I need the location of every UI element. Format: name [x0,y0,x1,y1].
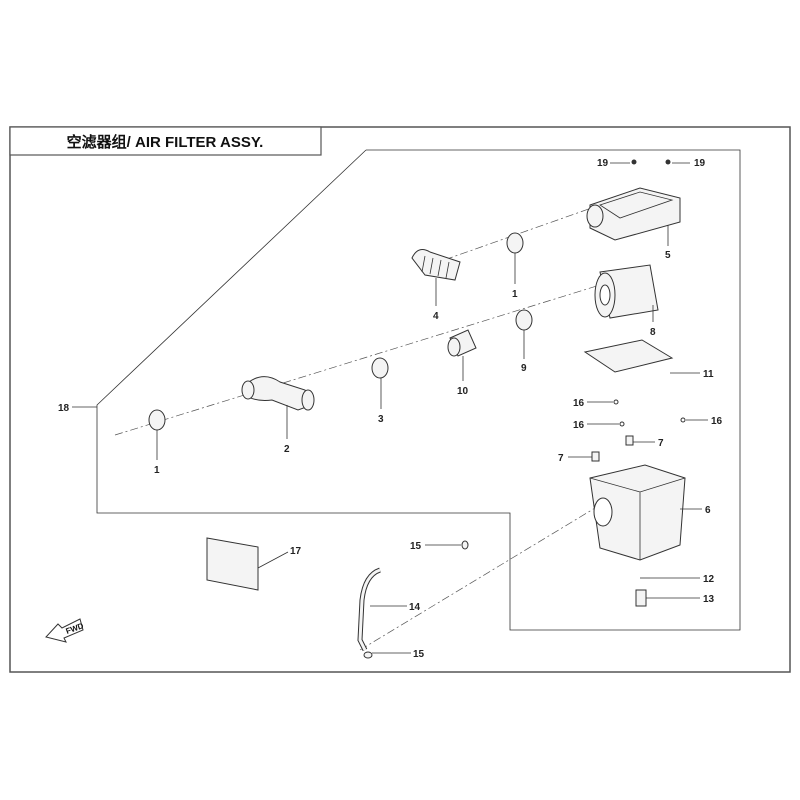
axis-line [359,504,601,651]
callout-6: 6 [705,505,711,516]
callout-8: 8 [650,327,656,338]
part-15-clamp[interactable] [363,651,373,659]
callout-13: 13 [703,594,715,605]
callout-4: 4 [433,311,439,322]
callout-12: 12 [703,574,715,585]
callout-19: 19 [694,158,706,169]
callout-16: 16 [573,420,585,431]
title-box [9,126,322,156]
part-19-screw[interactable] [665,159,671,165]
fwd-arrow-icon: FWD [45,618,85,643]
part-15-clamp[interactable] [461,540,469,550]
callout-2: 2 [284,444,290,455]
part-3-clamp[interactable] [371,357,389,379]
axis-line [429,204,601,266]
callout-11: 11 [703,369,714,380]
callout-7: 7 [658,438,664,449]
part-7-clip[interactable] [625,435,634,446]
part-7-clip[interactable] [591,451,600,462]
diagram-frame [9,126,791,673]
callout-7: 7 [558,453,564,464]
callout-17: 17 [290,546,302,557]
callout-5: 5 [665,250,671,261]
part-2-intake-duct[interactable] [241,376,315,411]
part-16-screw[interactable] [619,421,625,427]
part-16-screw[interactable] [613,399,619,405]
callout-15: 15 [413,649,425,660]
part-16-screw[interactable] [680,417,686,423]
part-4-intake-boot[interactable] [411,249,461,281]
callout-10: 10 [457,386,469,397]
part-6-air-box-lower[interactable] [589,464,686,561]
callout-1: 1 [512,289,518,300]
part-10-sleeve[interactable] [447,329,477,357]
part-13-drain-plug[interactable] [635,589,647,607]
leader-lines [72,162,708,654]
axis-line [114,284,601,436]
callout-9: 9 [521,363,527,374]
part-8-filter-element[interactable] [594,264,659,319]
callout-18: 18 [58,403,70,414]
part-11-gasket[interactable] [583,339,674,373]
callout-3: 3 [378,414,384,425]
assembly-outline [96,149,741,631]
callout-16: 16 [573,398,585,409]
callout-14: 14 [409,602,421,613]
callout-15: 15 [410,541,422,552]
part-9-clamp[interactable] [515,309,533,331]
part-17-label-sticker[interactable] [206,537,259,591]
diagram-title: 空滤器组/ AIR FILTER ASSY. [67,133,264,151]
callout-19: 19 [597,158,609,169]
callout-16: 16 [711,416,723,427]
part-5-air-box-cover[interactable] [586,187,681,241]
part-19-screw[interactable] [631,159,637,165]
part-1-clamp[interactable] [506,232,524,254]
part-1-clamp[interactable] [148,409,166,431]
callout-1: 1 [154,465,160,476]
